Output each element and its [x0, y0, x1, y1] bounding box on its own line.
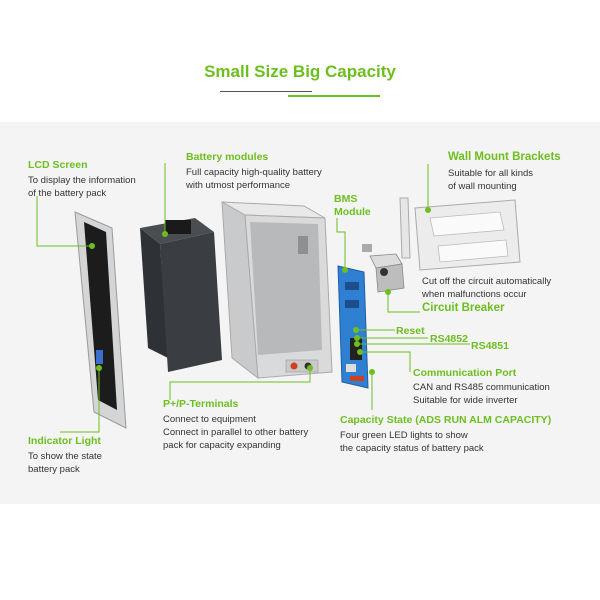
leader-dots	[89, 207, 431, 375]
reset-label: Reset	[396, 325, 425, 337]
lcd-screen-label: LCD Screen	[28, 159, 88, 171]
circuit-breaker-part	[362, 244, 405, 293]
lcd-front-panel	[74, 211, 127, 429]
battery-module-stack	[140, 218, 222, 372]
title-underline-dark	[220, 91, 312, 92]
communication-port-label: Communication Port	[413, 367, 517, 379]
indicator-light-label: Indicator Light	[28, 435, 101, 447]
battery-modules-label: Battery modules	[186, 151, 269, 163]
circuit-breaker-label: Circuit Breaker	[422, 302, 505, 314]
wall-mount-brackets	[399, 197, 521, 271]
leader-lines	[36, 163, 470, 433]
capacity-state-label: Capacity State (ADS RUN ALM CAPACITY)	[340, 414, 552, 426]
title-underline-green	[288, 95, 380, 97]
rs4852-label: RS4852	[430, 333, 468, 345]
rs4851-label: RS4851	[471, 340, 509, 352]
indicator-led	[96, 350, 103, 364]
wall-mount-label: Wall Mount Brackets	[448, 151, 561, 163]
page-title: Small Size Big Capacity	[204, 62, 396, 81]
terminals-label: P+/P-Terminals	[163, 398, 239, 410]
bms-board	[337, 265, 369, 389]
battery-case	[221, 201, 333, 380]
